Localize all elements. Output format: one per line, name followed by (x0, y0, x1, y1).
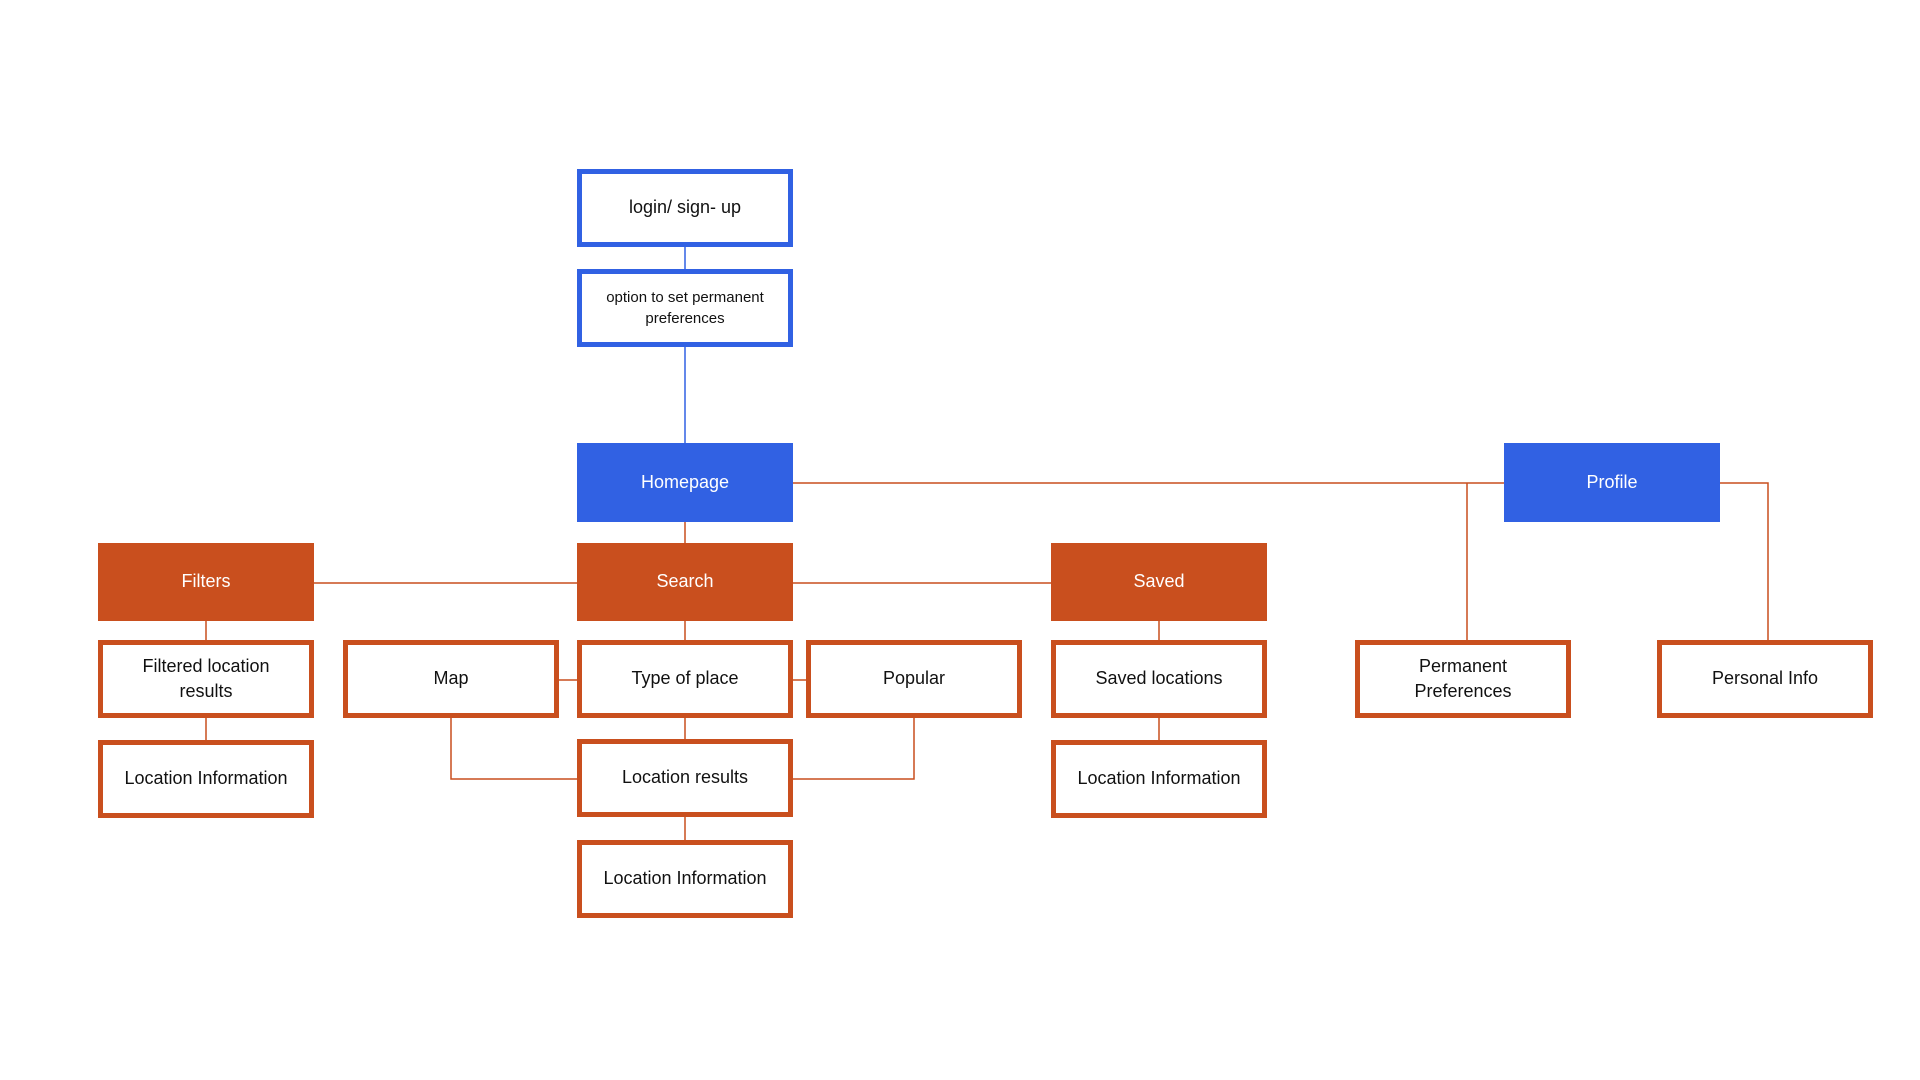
permanent-preferences-node: Permanent Preferences (1355, 640, 1571, 718)
location-information-saved-node: Location Information (1051, 740, 1267, 818)
connector-map-results (450, 718, 577, 780)
type-of-place-node: Type of place (577, 640, 793, 718)
map-node: Map (343, 640, 559, 718)
popular-node: Popular (806, 640, 1022, 718)
login-signup-node: login/ sign- up (577, 169, 793, 247)
filtered-location-results-node: Filtered location results (98, 640, 314, 718)
profile-node: Profile (1504, 443, 1720, 522)
connector-popular-results (793, 718, 915, 780)
location-results-node: Location results (577, 739, 793, 817)
location-information-filters-node: Location Information (98, 740, 314, 818)
saved-node: Saved (1051, 543, 1267, 621)
saved-locations-node: Saved locations (1051, 640, 1267, 718)
personal-info-node: Personal Info (1657, 640, 1873, 718)
connector-profile-personal (1720, 482, 1769, 640)
permanent-preferences-option-node: option to set permanent preferences (577, 269, 793, 347)
search-node: Search (577, 543, 793, 621)
filters-node: Filters (98, 543, 314, 621)
location-information-search-node: Location Information (577, 840, 793, 918)
homepage-node: Homepage (577, 443, 793, 522)
